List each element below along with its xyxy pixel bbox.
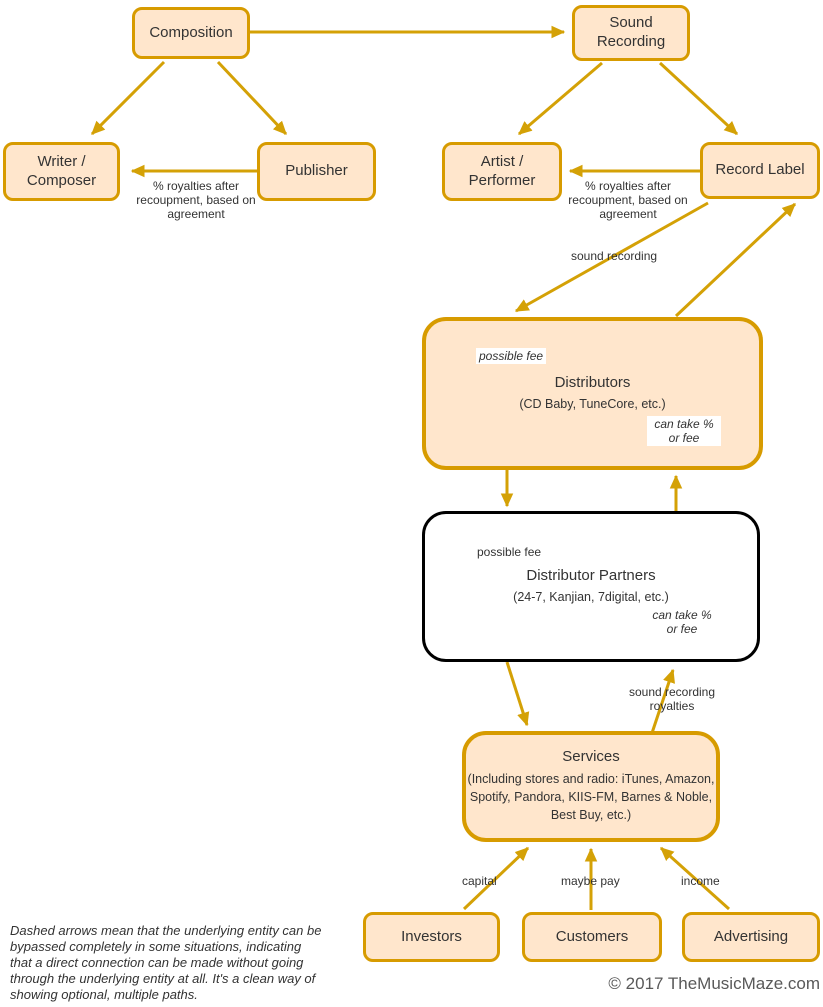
- edge-label-royalties-right: % royalties after recoupment, based on a…: [568, 179, 688, 221]
- node-artist-performer: Artist / Performer: [442, 142, 562, 201]
- edge-label-capital: capital: [462, 874, 497, 888]
- node-distributor-partners-title: Distributor Partners: [526, 566, 656, 584]
- arrow-sound-to-artist: [518, 61, 603, 136]
- node-services-subtitle: (Including stores and radio: iTunes, Ama…: [467, 772, 715, 823]
- arrow-advertising-to-services: [659, 846, 731, 911]
- node-services-title: Services: [562, 748, 620, 766]
- node-advertising: Advertising: [682, 912, 820, 962]
- arrow-record-label-to-distributors: [514, 201, 709, 313]
- edge-label-income: income: [681, 874, 720, 888]
- copyright-text: © 2017 TheMusicMaze.com: [608, 974, 820, 993]
- edge-label-sound-recording-royalties: sound recording royalties: [628, 685, 716, 713]
- node-investors-label: Investors: [401, 927, 462, 945]
- footnote-dashed-arrows-explanation: Dashed arrows mean that the underlying e…: [10, 923, 322, 1002]
- arrow-partners-to-services: [505, 661, 530, 727]
- node-composition-label: Composition: [149, 23, 233, 41]
- arrow-sound-to-record-label: [658, 61, 739, 136]
- node-sound-recording-label: Sound Recording: [596, 14, 666, 50]
- node-distributor-partners-subtitle: (24-7, Kanjian, 7digital, etc.): [513, 590, 669, 605]
- solid-gold-arrows: [90, 25, 797, 911]
- arrow-composition-to-writer: [90, 60, 166, 136]
- arrow-composition-to-publisher: [216, 60, 288, 136]
- node-distributors-title: Distributors: [554, 373, 631, 391]
- node-investors: Investors: [363, 912, 500, 962]
- node-writer-composer: Writer / Composer: [3, 142, 120, 201]
- node-services: Services (Including stores and radio: iT…: [462, 731, 720, 842]
- node-distributors-subtitle: (CD Baby, TuneCore, etc.): [519, 397, 666, 412]
- node-advertising-label: Advertising: [713, 927, 789, 945]
- edge-label-can-take-distributors: can take % or fee: [647, 416, 721, 446]
- node-customers-label: Customers: [555, 927, 629, 945]
- edge-label-royalties-left: % royalties after recoupment, based on a…: [136, 179, 256, 221]
- edge-label-can-take-partners: can take % or fee: [652, 608, 712, 636]
- node-composition: Composition: [132, 7, 250, 59]
- node-publisher: Publisher: [257, 142, 376, 201]
- edge-label-possible-fee-distributors: possible fee: [476, 348, 547, 364]
- edge-label-possible-fee-partners: possible fee: [477, 545, 542, 559]
- arrow-services-to-partners: [650, 668, 675, 734]
- node-sound-recording: Sound Recording: [572, 5, 690, 61]
- node-publisher-label: Publisher: [285, 162, 348, 180]
- node-artist-performer-label: Artist / Performer: [468, 152, 536, 189]
- arrow-distributors-to-record-label: [674, 202, 797, 318]
- arrow-investors-to-services: [462, 846, 530, 911]
- node-customers: Customers: [522, 912, 662, 962]
- node-record-label-label: Record Label: [715, 161, 805, 179]
- edge-label-maybe-pay: maybe pay: [561, 874, 620, 888]
- node-distributors: Distributors (CD Baby, TuneCore, etc.): [422, 317, 763, 470]
- node-record-label: Record Label: [700, 142, 820, 199]
- node-distributor-partners: Distributor Partners (24-7, Kanjian, 7di…: [422, 511, 760, 662]
- node-writer-composer-label: Writer / Composer: [26, 152, 97, 189]
- edge-label-sound-recording: sound recording: [571, 249, 658, 263]
